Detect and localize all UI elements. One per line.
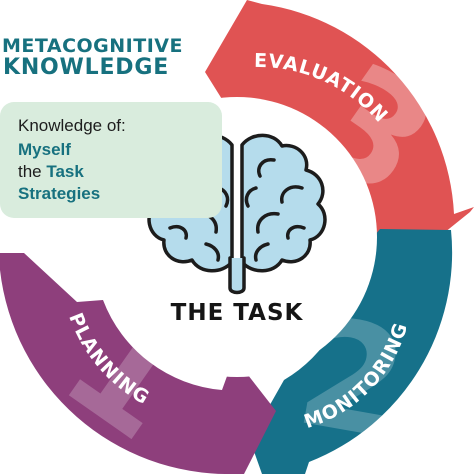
evaluation-arrow [205, 0, 474, 278]
knowledge-item-task-bold: Task [46, 162, 84, 181]
title-line-2: KNOWLEDGE [3, 55, 170, 80]
monitoring-arrow [250, 229, 453, 474]
knowledge-item-task-prefix: the [18, 162, 47, 181]
planning-arrow [0, 253, 276, 474]
knowledge-intro: Knowledge of: [18, 116, 126, 135]
knowledge-item-strategies: Strategies [18, 184, 101, 203]
knowledge-box [0, 102, 222, 218]
center-label: THE TASK [171, 300, 304, 326]
knowledge-item-myself: Myself [18, 140, 71, 159]
knowledge-item-task: the Task [18, 163, 84, 180]
title-line-1: METACOGNITIVE [2, 35, 183, 57]
